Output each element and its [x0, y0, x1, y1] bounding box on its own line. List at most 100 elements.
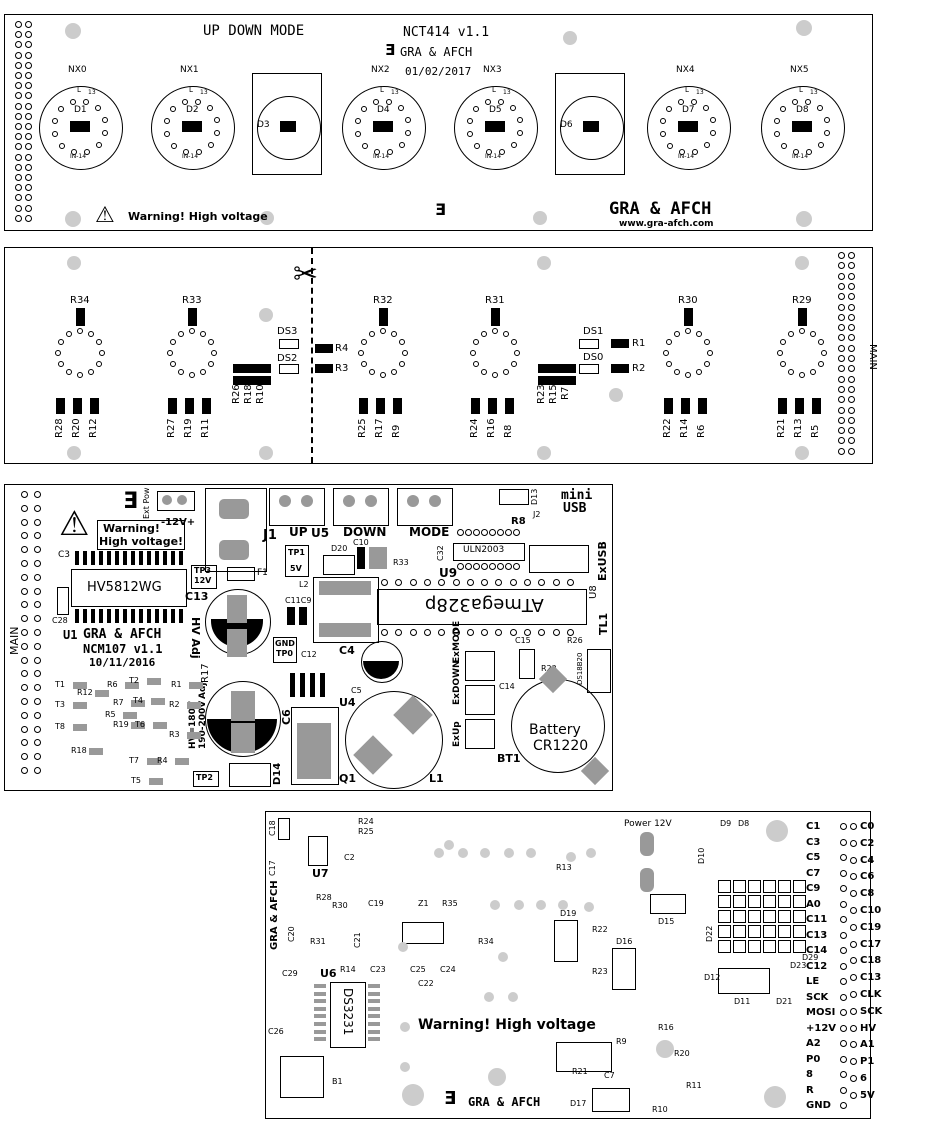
ds2-led [279, 364, 299, 374]
r28-label: R28 [316, 893, 332, 902]
r3-label: R3 [335, 363, 349, 374]
header-pin [34, 629, 41, 636]
socket-pin [777, 350, 783, 356]
down-button[interactable] [333, 488, 389, 526]
header-pin [25, 143, 32, 151]
hv-pin [139, 551, 143, 565]
ds3231-pin [368, 1022, 380, 1026]
resistor-bottom-label: R24 [469, 418, 480, 438]
header-pin [15, 82, 22, 90]
hv-pin [75, 551, 79, 565]
tube-pin [170, 105, 177, 112]
tube-pin [773, 131, 780, 138]
mcu-pin [495, 629, 503, 636]
socket-pin [77, 372, 83, 378]
c4-band [363, 661, 399, 679]
mcu-pin [466, 629, 474, 636]
header-pin [34, 642, 41, 650]
small-part-label: R12 [77, 688, 93, 697]
tp3-value: 12V [194, 576, 212, 585]
ds3231-pin [314, 1029, 326, 1034]
header-pin [25, 123, 32, 130]
ds18b20-sensor [587, 649, 611, 693]
tube-pin [102, 130, 109, 137]
socket-pin [96, 361, 103, 367]
tube-pin [95, 142, 102, 149]
small-part-pad [123, 712, 137, 719]
c6-pad [231, 691, 255, 721]
ncm-main-header [21, 491, 51, 784]
header-pin [848, 313, 855, 321]
socket-pin [391, 330, 397, 337]
socket-pin [189, 372, 195, 378]
c3-label: C3 [58, 550, 71, 560]
c2-label: C2 [344, 853, 355, 862]
resistor-bottom-label: R16 [486, 418, 497, 438]
ds3231-pin [314, 984, 326, 988]
resistor-bottom-label: R8 [503, 424, 514, 438]
resistor-top-label: R29 [792, 295, 812, 306]
diode-array-cell [733, 940, 746, 953]
small-part-pad [189, 682, 203, 689]
resistor-top-pad [798, 308, 807, 326]
pin-label-right: C0 [860, 821, 875, 832]
c15-label: C15 [515, 636, 531, 645]
socket-pin [391, 369, 397, 376]
mount-hole [488, 1068, 506, 1086]
socket-pin [66, 369, 72, 376]
d19-diode [554, 920, 578, 962]
diode-array-cell [718, 925, 731, 938]
header-pin [21, 670, 28, 678]
u4-pin [310, 673, 315, 697]
tube-pin [485, 149, 492, 156]
resistor-bottom-pad [471, 398, 480, 414]
r-vert-pads [233, 376, 271, 385]
header-pin [25, 163, 32, 171]
diode-array-cell [778, 925, 791, 938]
mode-button[interactable] [397, 488, 453, 526]
small-part-pad [147, 758, 161, 765]
d20-label: D20 [331, 544, 348, 553]
header-pin [21, 684, 28, 692]
io-pin [840, 1055, 847, 1063]
mcu-pin [466, 579, 474, 586]
header-pin [838, 365, 845, 373]
mode-label: MODE [409, 525, 450, 539]
tube-pin [659, 117, 666, 124]
d9-label: D9 [720, 819, 732, 828]
r16-label: R16 [658, 1023, 674, 1032]
header-pin [848, 365, 855, 373]
resistor-bottom-pad [73, 398, 82, 414]
header-pin [34, 546, 41, 554]
tube-pin [386, 98, 393, 105]
resistor-bottom-pad [376, 398, 385, 414]
l2-pad [319, 581, 371, 595]
power-jack-pad [219, 499, 249, 519]
small-part-label: R1 [171, 680, 182, 689]
tube-pin [473, 142, 480, 149]
io-pin [840, 838, 847, 846]
header-pin [15, 31, 22, 39]
tube-pin [466, 117, 473, 124]
scissors-icon: ✂ [293, 257, 319, 292]
diode-array-cell [793, 895, 806, 908]
tube-pin [405, 116, 412, 123]
d14-diode [229, 763, 271, 787]
header-pin [34, 753, 41, 761]
hv-pin [155, 551, 159, 565]
via-hole [504, 848, 514, 858]
io-pin [840, 1040, 847, 1047]
header-pin [848, 303, 855, 311]
header-pin [34, 573, 41, 581]
up-button[interactable] [269, 488, 325, 526]
diode-array-cell [763, 940, 776, 953]
header-pin [838, 324, 845, 332]
nixie-tube-outline [342, 86, 426, 170]
mount-hole [563, 31, 577, 45]
header-pin [34, 684, 41, 692]
header-pin [838, 416, 845, 424]
socket-pin [472, 339, 479, 345]
pin-label-right: C19 [860, 921, 882, 933]
pin-label-right: C18 [860, 955, 882, 967]
